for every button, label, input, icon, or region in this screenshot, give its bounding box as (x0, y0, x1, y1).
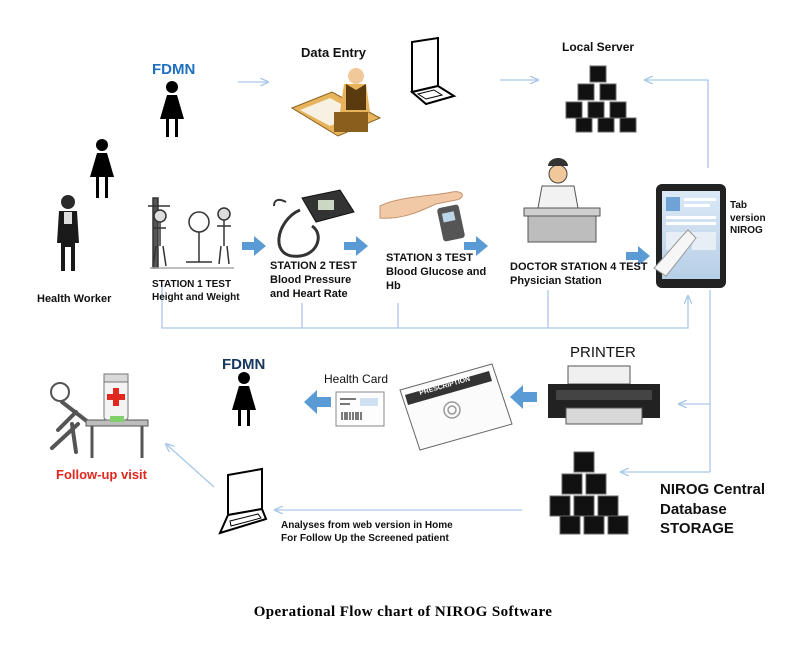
local-server-label: Local Server (562, 40, 635, 54)
glucose-meter-icon (379, 191, 465, 242)
nirog-label-2: Database (660, 500, 727, 518)
figure-caption: Operational Flow chart of NIROG Software (253, 604, 553, 620)
fdmn-bottom-label: FDMN (222, 356, 266, 373)
laptop-icon (409, 36, 457, 106)
station3-label: STATION 3 TEST Blood Glucose and Hb (386, 252, 486, 293)
health-worker-label: Health Worker (37, 293, 112, 305)
prescription-icon: PRESCRIPTION (399, 363, 513, 451)
arrow-card-to-fdmn (304, 390, 331, 414)
nirog-label-1: NIROG Central (660, 481, 766, 498)
station3-subtitle-2: Hb (386, 279, 401, 292)
height-weight-scale-icon (148, 197, 234, 269)
printer-label: PRINTER (570, 344, 636, 361)
database-stack-icon (549, 451, 629, 535)
connector-lines (161, 80, 711, 510)
tab-version-label: Tab version NIROG (730, 200, 766, 238)
man-icon (57, 195, 79, 271)
analyses-label: Analyses from web version in Home For Fo… (281, 520, 453, 545)
station3-subtitle-1: Blood Glucose and (386, 265, 487, 278)
health-card-label: Health Card (324, 372, 389, 386)
station3-title: STATION 3 TEST (386, 252, 473, 264)
woman-icon (90, 139, 114, 198)
nirog-label-3: STORAGE (660, 520, 734, 537)
station2-title: STATION 2 TEST (270, 260, 357, 272)
health-card-icon (335, 391, 385, 427)
analyses-line-1: Analyses from web version in Home (281, 520, 453, 531)
data-entry-label: Data Entry (301, 45, 367, 60)
station1-subtitle: Height and Weight (152, 291, 240, 303)
station1-title: STATION 1 TEST (152, 279, 232, 290)
line-stations-bus (161, 285, 688, 329)
blood-pressure-monitor-icon (273, 189, 355, 258)
station4-label: DOCTOR STATION 4 TEST Physician Station (510, 261, 648, 289)
thick-arrows (242, 236, 650, 414)
woman-icon (232, 372, 256, 426)
station4-title: DOCTOR STATION 4 TEST (510, 261, 648, 273)
fdmn-top-label: FDMN (152, 61, 196, 78)
analyses-line-2: For Follow Up the Screened patient (281, 532, 449, 544)
patient-walker-icon (50, 373, 149, 458)
station2-subtitle-1: Blood Pressure (270, 273, 352, 286)
arrow-station1-to-2 (242, 236, 266, 256)
station2-subtitle-2: and Heart Rate (270, 287, 348, 300)
tab-label-2: version (730, 212, 766, 224)
laptop-icon (218, 467, 268, 535)
arrow-station4-to-tablet (626, 246, 650, 266)
tab-label-1: Tab (730, 200, 748, 211)
printer-icon (548, 365, 660, 425)
arrow-printer-to-prescription (510, 385, 537, 409)
station2-label: STATION 2 TEST Blood Pressure and Heart … (270, 260, 357, 301)
station4-subtitle: Physician Station (510, 274, 602, 287)
woman-icon (160, 81, 184, 137)
server-stack-icon (565, 65, 637, 133)
station1-label: STATION 1 TEST Height and Weight (152, 279, 240, 304)
nirog-database-label: NIROG Central Database STORAGE (660, 480, 765, 539)
tablet-icon (653, 184, 726, 288)
data-entry-desk-icon (290, 68, 382, 137)
tab-label-3: NIROG (730, 225, 763, 236)
arrow-laptop-to-followup (166, 444, 215, 488)
arrow-station3-to-4 (464, 236, 488, 256)
doctor-desk-icon (523, 158, 601, 243)
followup-label: Follow-up visit (56, 467, 147, 482)
arrow-station2-to-3 (344, 236, 368, 256)
arrow-tablet-to-server (645, 80, 709, 168)
